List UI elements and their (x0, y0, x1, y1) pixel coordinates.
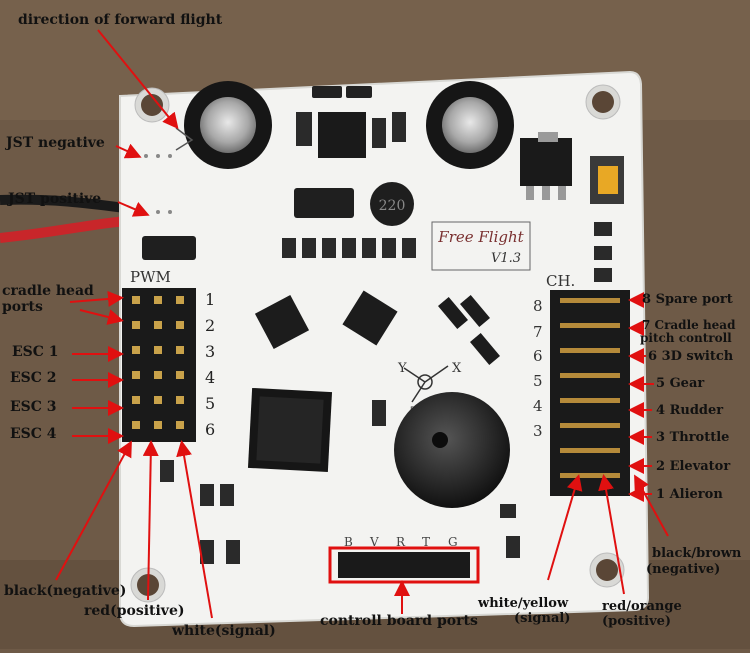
svg-text:T: T (422, 535, 430, 549)
svg-text:220: 220 (379, 198, 406, 214)
ch6-label: 6 3D switch (648, 349, 734, 364)
pwm-header (122, 288, 196, 442)
mounting-holes (130, 84, 625, 603)
jst-negative-label: JST negative (6, 135, 105, 151)
svg-text:5: 5 (533, 372, 543, 390)
inductor: 220 (370, 182, 414, 226)
brand-label: Free Flight V1.3 (431, 221, 531, 271)
ch8-label: 8 Spare port (642, 292, 733, 307)
svg-text:B: B (344, 535, 353, 549)
black-brown-label-line2: (negative) (646, 562, 721, 577)
sensor-chips (254, 290, 501, 365)
svg-text:X: X (452, 361, 462, 376)
smd-row (282, 238, 416, 258)
controll-board-ports-label: controll board ports (320, 613, 478, 629)
black-brown-label-line1: black/brown (652, 546, 742, 561)
capacitor-left (184, 81, 272, 169)
esc1-label: ESC 1 (12, 344, 59, 360)
ch7-label-line1: 7 Cradle head (642, 318, 736, 332)
svg-text:7: 7 (533, 323, 543, 341)
white-signal-label: white(signal) (172, 623, 276, 639)
ch5-label: 5 Gear (656, 376, 705, 391)
svg-text:6: 6 (533, 347, 543, 365)
svg-text:CH.: CH. (546, 272, 575, 290)
svg-text:2: 2 (205, 316, 215, 335)
svg-text:4: 4 (205, 368, 215, 387)
svg-text:1: 1 (205, 290, 215, 309)
black-negative-label: black(negative) (4, 583, 127, 599)
svg-text:3: 3 (533, 422, 543, 440)
bottom-header (328, 546, 480, 584)
buzzer (394, 392, 510, 508)
esc2-label: ESC 2 (10, 370, 57, 386)
svg-text:4: 4 (533, 397, 543, 415)
white-yellow-label-line1: white/yellow (478, 596, 569, 611)
svg-text:V1.3: V1.3 (491, 251, 521, 266)
esc4-label: ESC 4 (10, 426, 57, 442)
ch3-label: 3 Throttle (656, 430, 730, 445)
direction-label: direction of forward flight (18, 12, 223, 28)
ch2-label: 2 Elevator (656, 459, 731, 474)
ch7-label-line2: pitch controll (640, 331, 732, 345)
svg-text:G: G (448, 535, 458, 549)
red-orange-label-line2: (positive) (602, 614, 672, 629)
svg-text:Y: Y (397, 361, 407, 376)
top-chips (296, 86, 624, 204)
ch1-label: 1 Alieron (656, 487, 723, 502)
svg-text:PWM: PWM (130, 268, 171, 286)
svg-text:V: V (369, 535, 379, 549)
white-yellow-label-line2: (signal) (514, 611, 571, 626)
jst-positive-label: JST positive (8, 191, 102, 207)
esc3-label: ESC 3 (10, 399, 57, 415)
red-positive-label: red(positive) (84, 603, 185, 619)
svg-text:8: 8 (533, 297, 543, 315)
annotation-arrows (55, 29, 669, 619)
ch-header (550, 290, 630, 496)
red-orange-label-line1: red/orange (602, 599, 682, 614)
svg-text:R: R (396, 535, 406, 549)
svg-text:3: 3 (205, 342, 215, 361)
svg-text:5: 5 (205, 394, 215, 413)
pcb-board (119, 70, 650, 628)
cradle-ports-label-line2: ports (2, 299, 43, 315)
cradle-ports-label-line1: cradle head (2, 283, 94, 299)
mcu-chip (247, 387, 333, 473)
svg-text:Free Flight: Free Flight (437, 228, 524, 246)
capacitor-right (426, 81, 514, 169)
svg-text:6: 6 (205, 420, 215, 439)
ch4-label: 4 Rudder (656, 403, 724, 418)
